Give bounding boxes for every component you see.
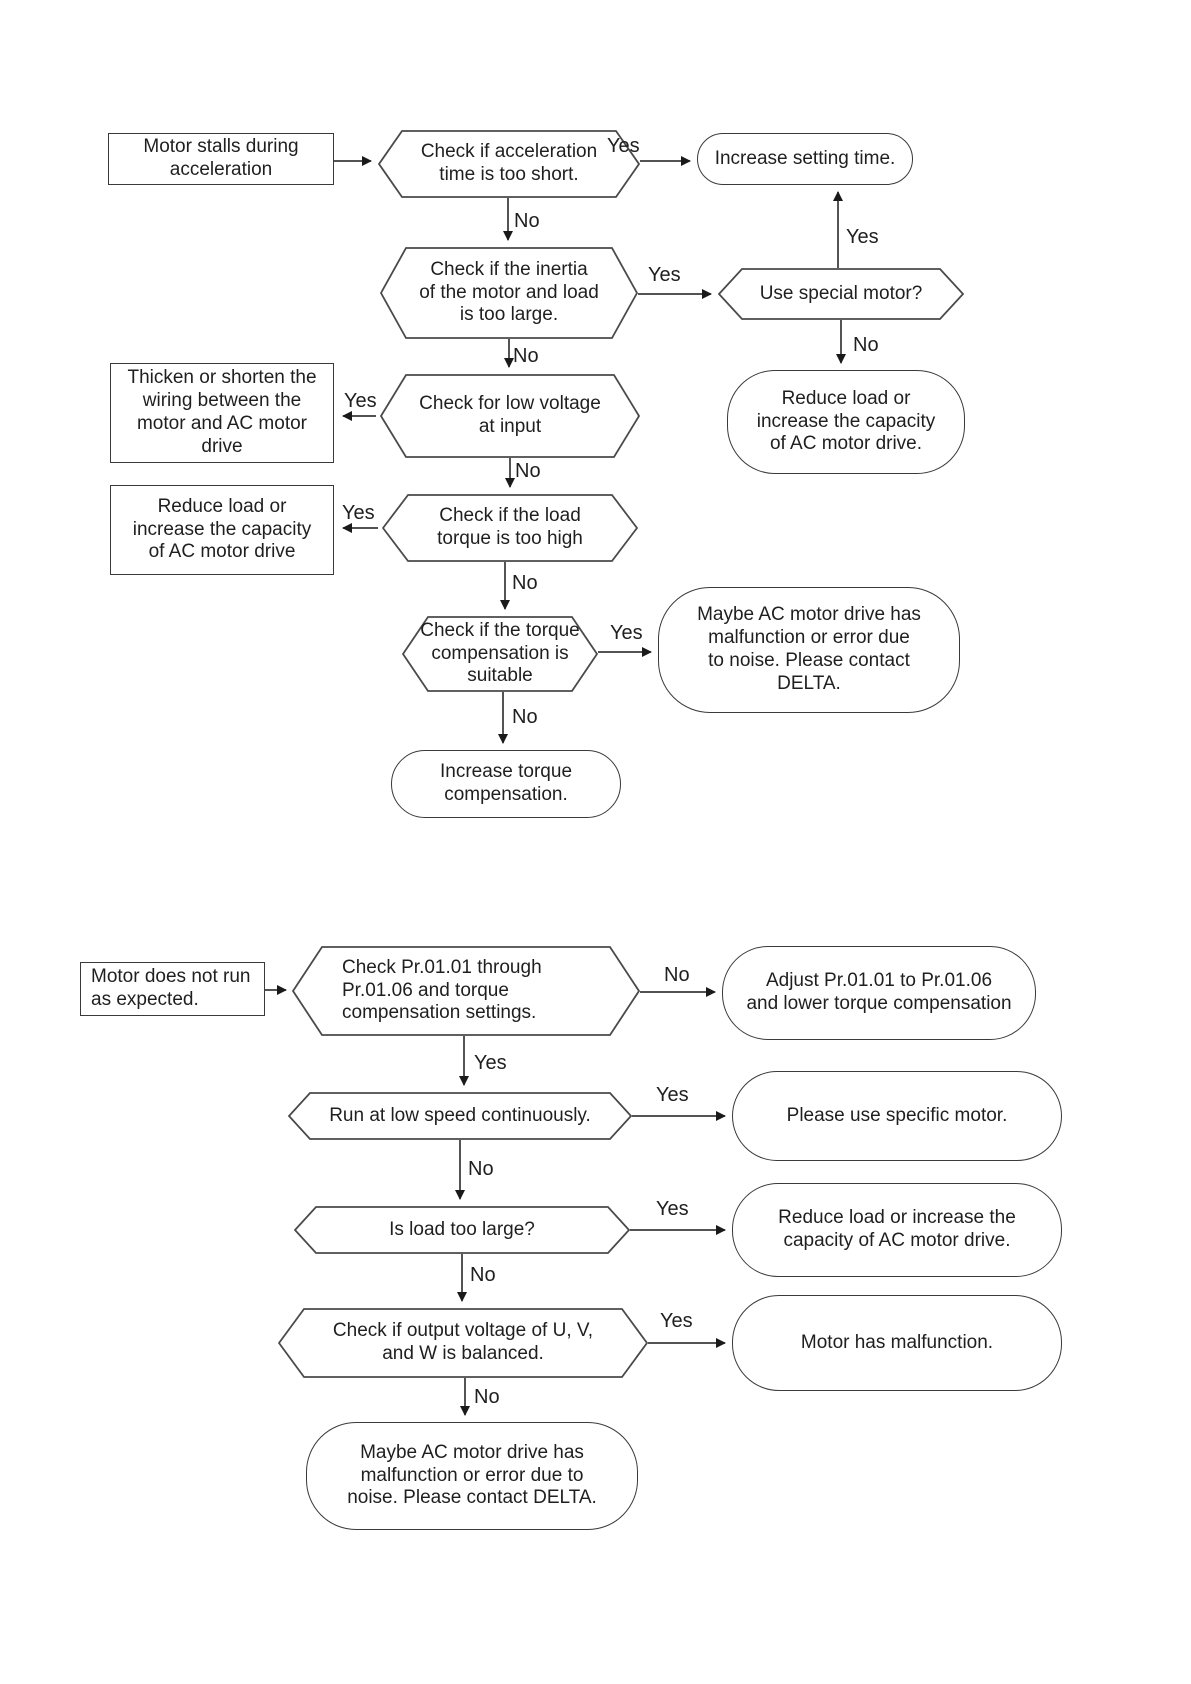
node-label: Reduce load or increase the capacity of … <box>778 1207 1016 1251</box>
action-thicken-wiring: Thicken or shorten the wiring between th… <box>110 363 334 463</box>
edge-label-yes: Yes <box>474 1052 507 1074</box>
node-label: Maybe AC motor drive has malfunction or … <box>347 1441 597 1509</box>
edge-label-yes: Yes <box>610 622 643 644</box>
decision-check-load-torque: Check if the load torque is too high <box>382 494 638 562</box>
action-reduce-load-left: Reduce load or increase the capacity of … <box>110 485 334 575</box>
decision-check-inertia: Check if the inertia of the motor and lo… <box>380 247 638 339</box>
decision-run-low-speed: Run at low speed continuously. <box>288 1092 632 1140</box>
edge-label-yes: Yes <box>656 1198 689 1220</box>
hexagon-shape <box>382 494 638 562</box>
hexagon-shape <box>288 1092 632 1140</box>
node-label: Check if output voltage of U, V, and W i… <box>332 1320 594 1364</box>
decision-check-accel-time: Check if acceleration time is too short. <box>378 130 640 198</box>
action-increase-torque-compensation: Increase torque compensation. <box>391 750 621 818</box>
action-contact-delta: Maybe AC motor drive has malfunction or … <box>658 587 960 713</box>
action-adjust-pr: Adjust Pr.01.01 to Pr.01.06 and lower to… <box>722 946 1036 1040</box>
edge-label-no: No <box>514 210 540 232</box>
edge-label-no: No <box>512 572 538 594</box>
node-motor-stalls: Motor stalls during acceleration <box>108 133 334 185</box>
node-label: Reduce load or increase the capacity of … <box>132 495 312 563</box>
hexagon-shape <box>378 130 640 198</box>
edge-label-no: No <box>515 460 541 482</box>
hexagon-shape <box>380 247 638 339</box>
node-label: Check if the load torque is too high <box>437 505 583 549</box>
hexagon-shape <box>294 1206 630 1254</box>
edge-label-no: No <box>512 706 538 728</box>
node-label: Check Pr.01.01 through Pr.01.06 and torq… <box>342 956 542 1024</box>
node-label: Motor stalls during acceleration <box>143 136 299 180</box>
edge-label-no: No <box>664 964 690 986</box>
edge-label-yes: Yes <box>342 502 375 524</box>
node-motor-not-run: Motor does not run as expected. <box>80 962 265 1016</box>
action-reduce-load-right: Reduce load or increase the capacity of … <box>727 370 965 474</box>
node-label: Adjust Pr.01.01 to Pr.01.06 and lower to… <box>746 970 1012 1014</box>
action-contact-delta-2: Maybe AC motor drive has malfunction or … <box>306 1422 638 1530</box>
node-label: Motor does not run as expected. <box>91 966 251 1010</box>
node-label: Reduce load or increase the capacity of … <box>756 387 936 455</box>
hexagon-shape <box>278 1308 648 1378</box>
node-label: Increase setting time. <box>714 147 896 169</box>
edge-label-yes: Yes <box>344 390 377 412</box>
action-motor-malfunction: Motor has malfunction. <box>732 1295 1062 1391</box>
edge-label-no: No <box>468 1158 494 1180</box>
hexagon-shape <box>402 616 598 692</box>
hexagon-shape <box>292 946 640 1036</box>
node-label: Check if acceleration time is too short. <box>420 141 598 185</box>
edge-label-yes: Yes <box>846 226 879 248</box>
node-label: Motor has malfunction. <box>800 1331 994 1353</box>
decision-check-low-voltage: Check for low voltage at input <box>380 374 640 458</box>
decision-check-pr-settings: Check Pr.01.01 through Pr.01.06 and torq… <box>292 946 640 1036</box>
node-label: Use special motor? <box>759 282 923 304</box>
action-reduce-load: Reduce load or increase the capacity of … <box>732 1183 1062 1277</box>
edge-label-no: No <box>853 334 879 356</box>
decision-use-special-motor: Use special motor? <box>718 268 964 320</box>
decision-output-voltage-balanced: Check if output voltage of U, V, and W i… <box>278 1308 648 1378</box>
edge-label-no: No <box>470 1264 496 1286</box>
node-label: Check if the torque compensation is suit… <box>420 619 580 687</box>
edge-label-yes: Yes <box>607 135 640 157</box>
hexagon-shape <box>380 374 640 458</box>
hexagon-shape <box>718 268 964 320</box>
node-label: Check for low voltage at input <box>419 393 601 437</box>
node-label: Run at low speed continuously. <box>329 1104 591 1126</box>
node-label: Is load too large? <box>389 1218 535 1240</box>
action-increase-setting-time: Increase setting time. <box>697 133 913 185</box>
action-use-specific-motor: Please use specific motor. <box>732 1071 1062 1161</box>
edge-label-yes: Yes <box>656 1084 689 1106</box>
edge-label-yes: Yes <box>648 264 681 286</box>
node-label: Maybe AC motor drive has malfunction or … <box>697 604 921 694</box>
decision-load-too-large: Is load too large? <box>294 1206 630 1254</box>
decision-check-torque-compensation: Check if the torque compensation is suit… <box>402 616 598 692</box>
edge-label-yes: Yes <box>660 1310 693 1332</box>
node-label: Increase torque compensation. <box>439 761 573 805</box>
node-label: Thicken or shorten the wiring between th… <box>127 367 317 457</box>
node-label: Please use specific motor. <box>786 1104 1008 1126</box>
edge-label-no: No <box>513 345 539 367</box>
edge-label-no: No <box>474 1386 500 1408</box>
node-label: Check if the inertia of the motor and lo… <box>419 258 599 326</box>
